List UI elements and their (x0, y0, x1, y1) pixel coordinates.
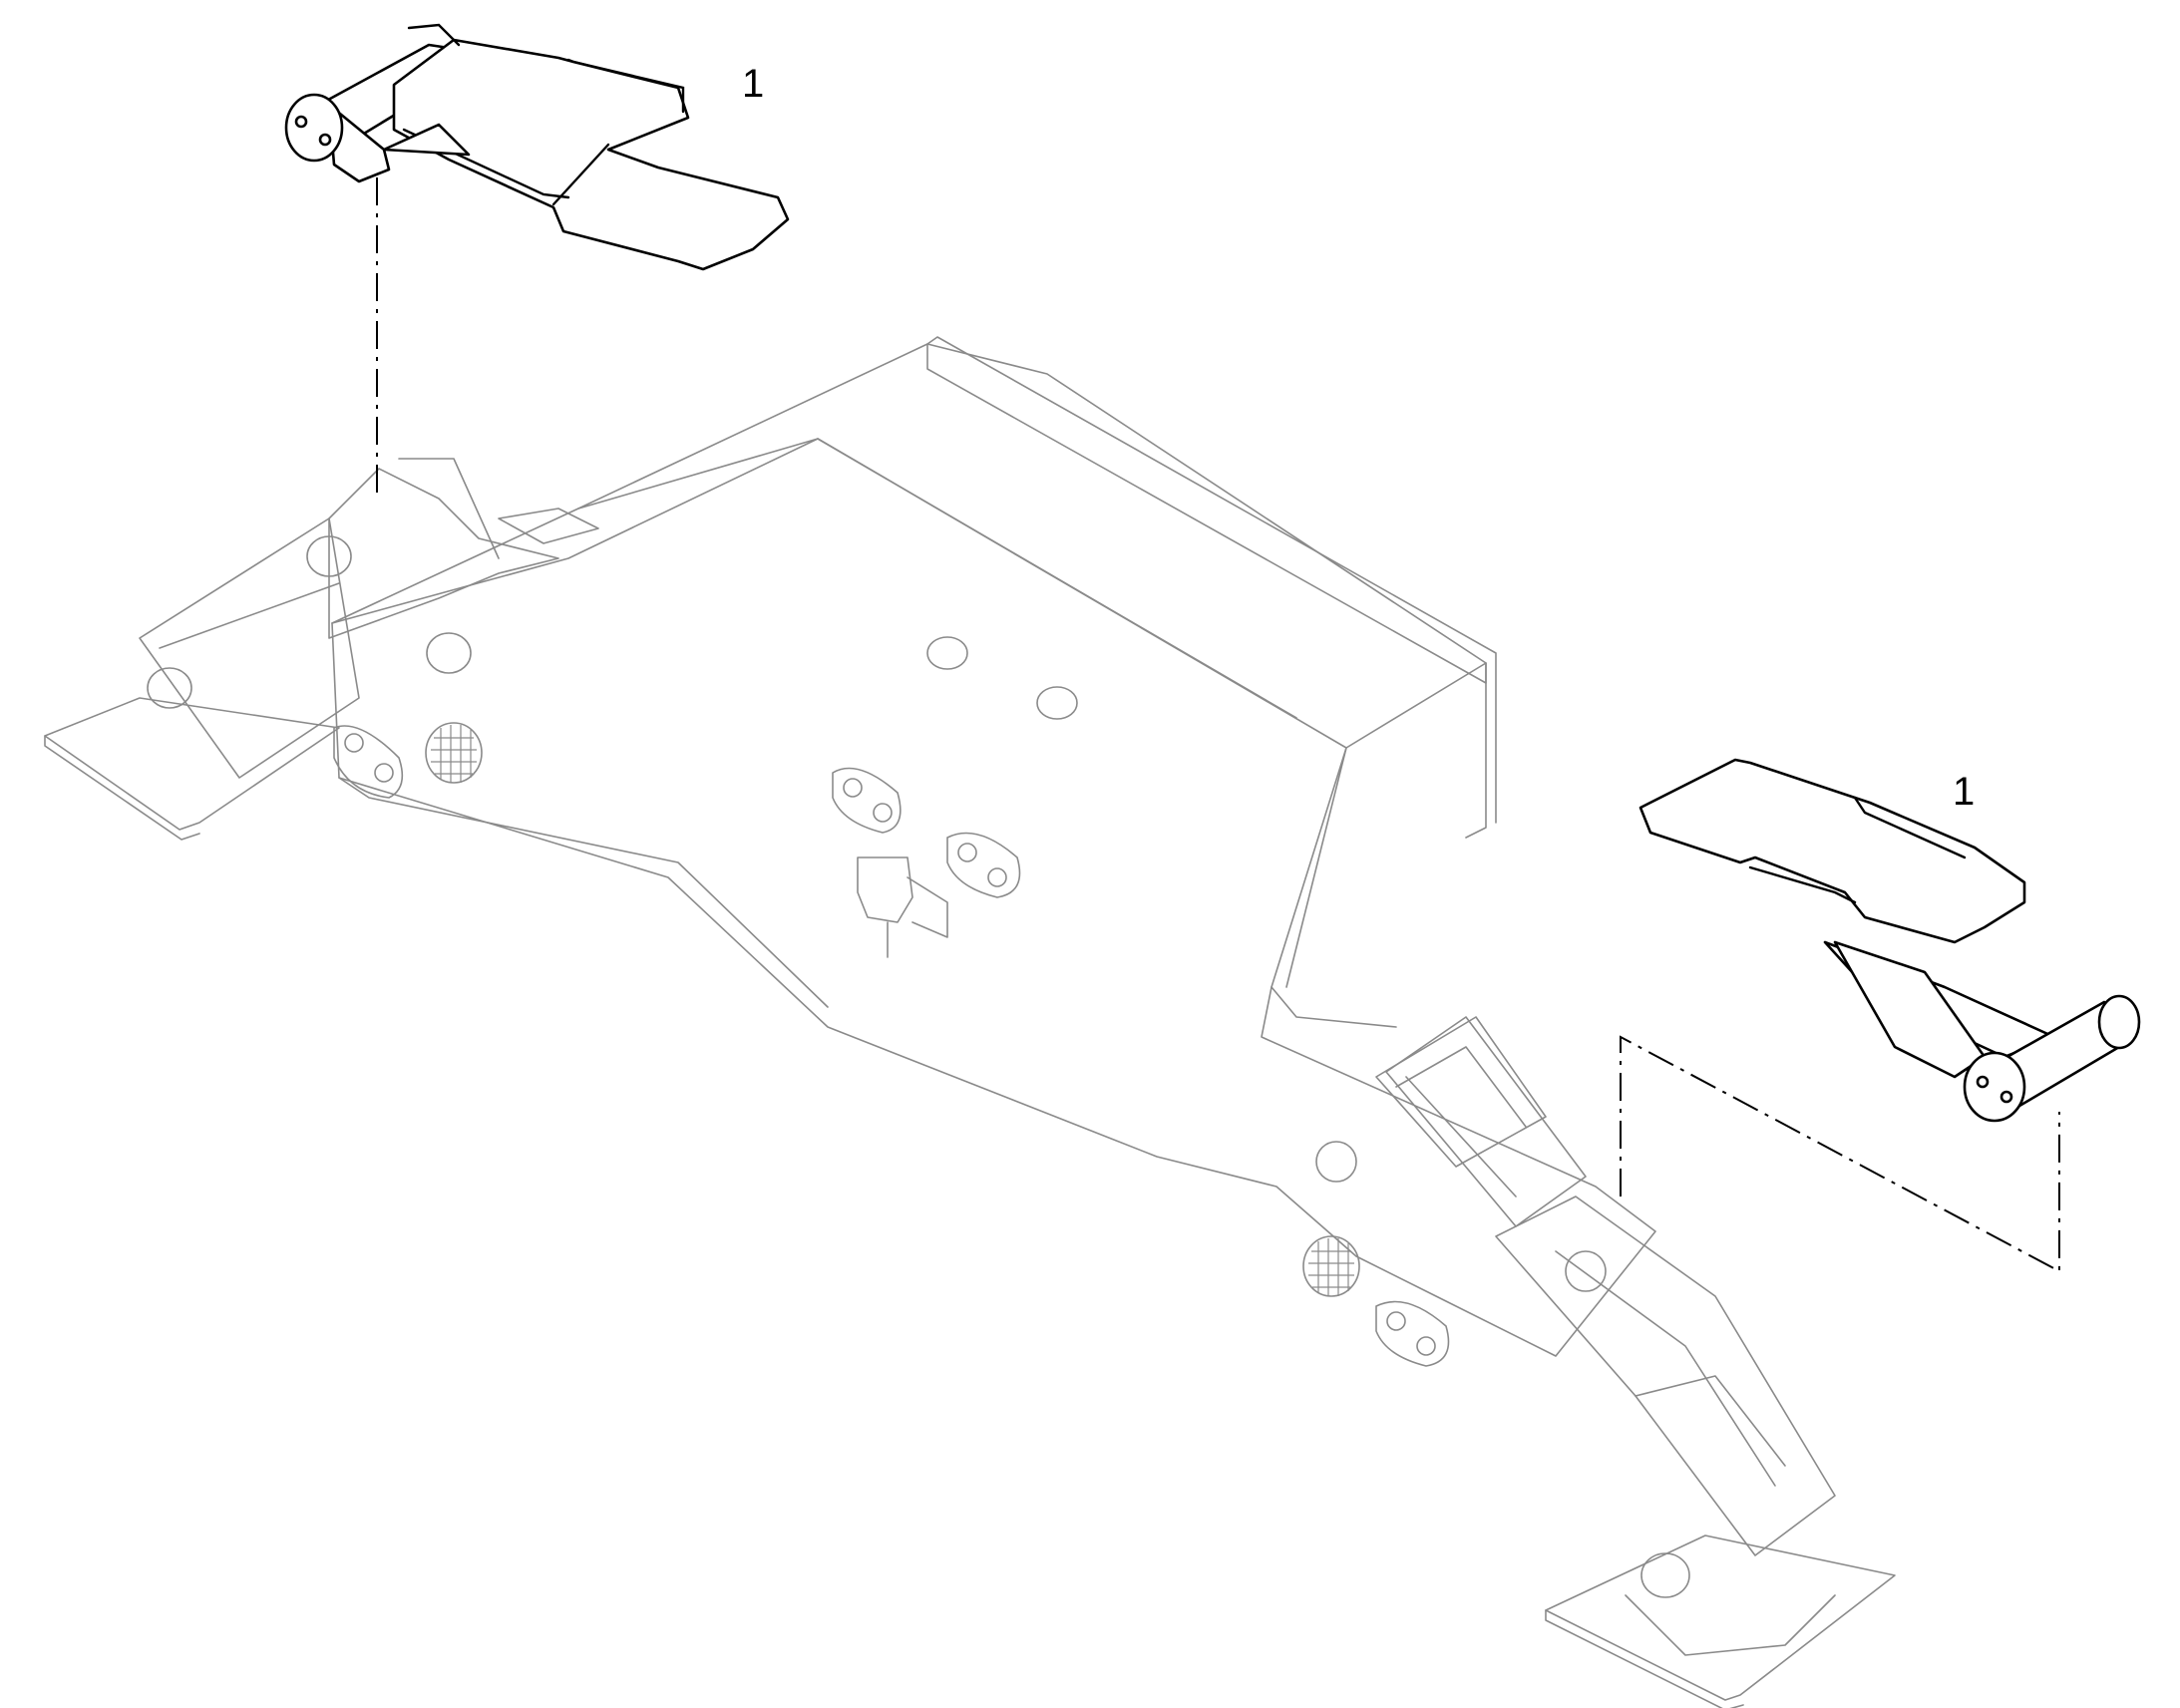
callout-part-1-top: 1 (742, 62, 765, 106)
callout-part-1-right: 1 (1953, 770, 1976, 814)
assembly-line-right (1620, 1035, 2060, 1273)
step-plate-assembly-top (284, 23, 790, 271)
stabilizer-frame (44, 336, 1896, 1708)
step-plate-assembly-right (1638, 758, 2141, 1123)
